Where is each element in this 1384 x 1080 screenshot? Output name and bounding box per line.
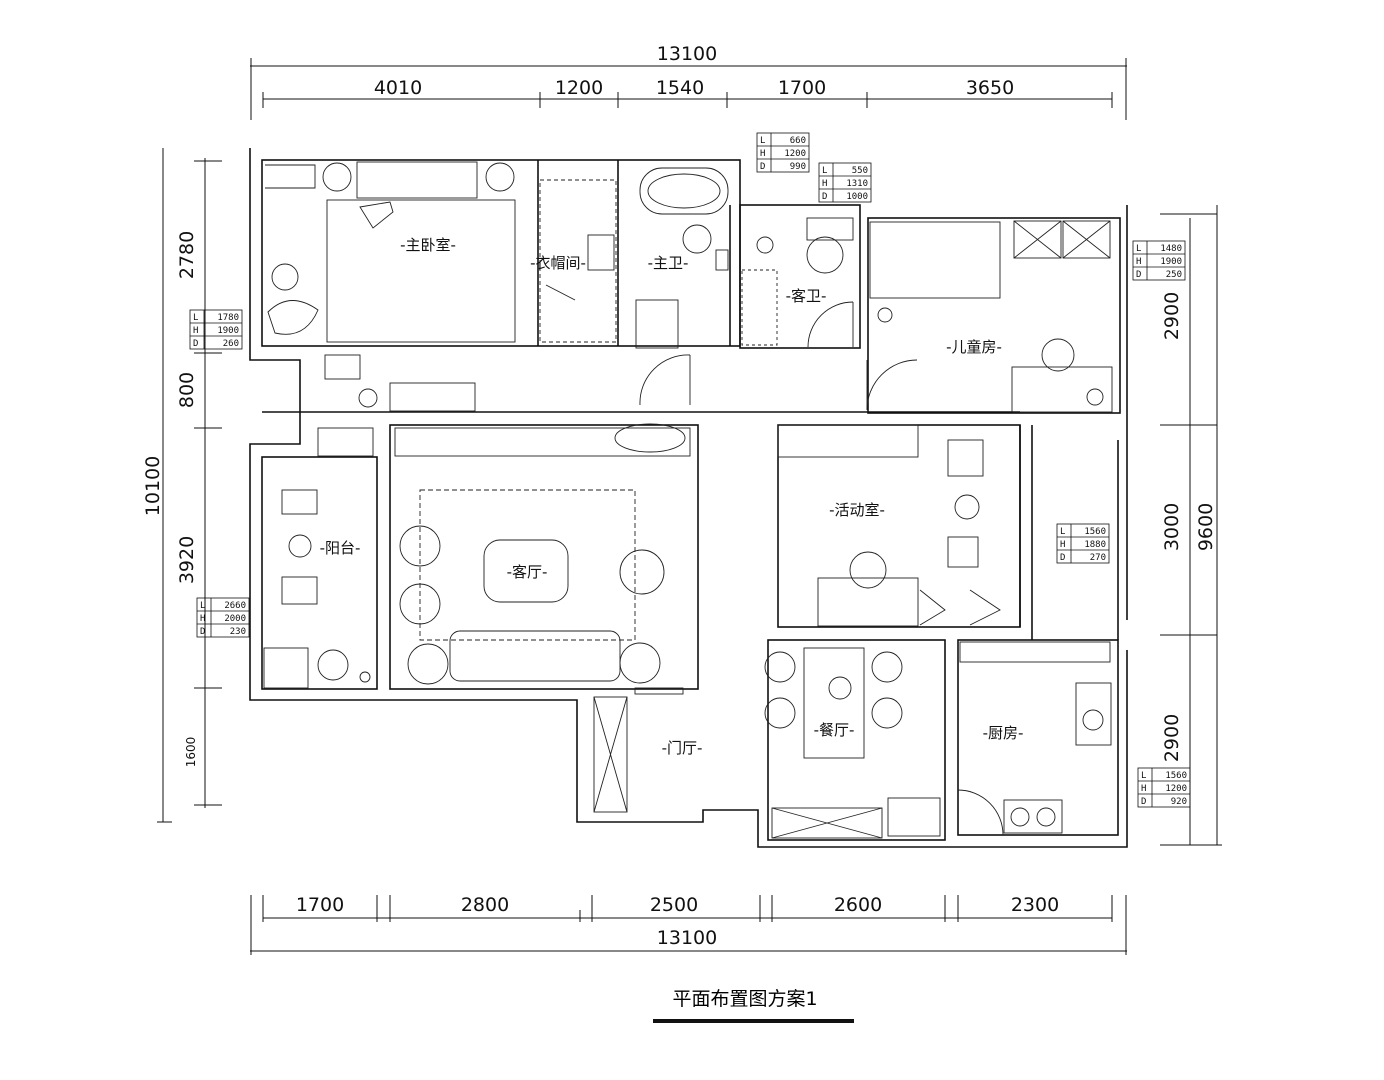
left-dim-2: 800 xyxy=(176,372,198,408)
spec-key: L xyxy=(822,166,827,176)
spec-value: 550 xyxy=(852,166,868,176)
room-label-dining-room: -餐厅- xyxy=(814,721,855,739)
room-label-foyer: -门厅- xyxy=(662,739,703,757)
room-label-guest-bath: -客卫- xyxy=(786,287,827,305)
spec-value: 1560 xyxy=(1165,771,1187,781)
top-dim-2: 1200 xyxy=(555,77,603,99)
room-label-master-bedroom: -主卧室- xyxy=(400,236,456,254)
bottom-dim-5: 2300 xyxy=(1011,894,1059,916)
bottom-dim-2: 2800 xyxy=(461,894,509,916)
spec-key: L xyxy=(1141,771,1146,781)
spec-value: 230 xyxy=(230,627,246,637)
spec-value: 2660 xyxy=(224,601,246,611)
bottom-dim-4: 2600 xyxy=(834,894,882,916)
spec-key: D xyxy=(1060,553,1065,563)
spec-value: 660 xyxy=(790,136,806,146)
spec-key: L xyxy=(1136,244,1141,254)
spec-value: 1880 xyxy=(1084,540,1106,550)
spec-value: 920 xyxy=(1171,797,1187,807)
spec-value: 2000 xyxy=(224,614,246,624)
right-dim-3: 2900 xyxy=(1161,714,1183,762)
room-label-kitchen: -厨房- xyxy=(983,724,1024,742)
left-dimension-lines xyxy=(157,148,222,823)
spec-key: L xyxy=(193,313,198,323)
right-dim-2: 3000 xyxy=(1161,503,1183,551)
top-total-dimension: 13100 xyxy=(657,43,717,65)
spec-key: H xyxy=(1141,784,1146,794)
spec-key: L xyxy=(760,136,765,146)
furniture xyxy=(263,161,1113,839)
right-dimension-lines xyxy=(1160,205,1222,846)
spec-key: D xyxy=(760,162,765,172)
spec-value: 1000 xyxy=(846,192,868,202)
spec-table-frame xyxy=(196,597,250,638)
spec-key: L xyxy=(1060,527,1065,537)
spec-table-frame xyxy=(756,132,810,173)
spec-key: L xyxy=(200,601,205,611)
title-underline xyxy=(653,1019,854,1023)
bottom-dim-3: 2500 xyxy=(650,894,698,916)
top-dim-4: 1700 xyxy=(778,77,826,99)
spec-key: H xyxy=(822,179,827,189)
spec-value: 990 xyxy=(790,162,806,172)
spec-table-frame xyxy=(1137,767,1191,808)
spec-value: 1560 xyxy=(1084,527,1106,537)
left-dim-4: 1600 xyxy=(184,737,198,768)
spec-value: 1780 xyxy=(217,313,239,323)
spec-table-frame xyxy=(1132,240,1186,281)
bottom-dimension-lines xyxy=(250,895,1127,955)
bottom-dim-1: 1700 xyxy=(296,894,344,916)
walls xyxy=(249,148,1128,848)
left-total-dimension: 10100 xyxy=(142,456,164,516)
spec-value: 1900 xyxy=(217,326,239,336)
spec-key: D xyxy=(1141,797,1146,807)
room-label-living-room: -客厅- xyxy=(507,563,548,581)
spec-key: D xyxy=(1136,270,1141,280)
left-dim-3: 3920 xyxy=(176,536,198,584)
spec-key: D xyxy=(200,627,205,637)
room-label-kids-room: -儿童房- xyxy=(946,338,1002,356)
left-dim-1: 2780 xyxy=(176,231,198,279)
top-dim-5: 3650 xyxy=(966,77,1014,99)
spec-value: 250 xyxy=(1166,270,1182,280)
top-dim-1: 4010 xyxy=(374,77,422,99)
spec-value: 1480 xyxy=(1160,244,1182,254)
spec-key: D xyxy=(193,339,198,349)
spec-key: H xyxy=(1136,257,1141,267)
drawing-title: 平面布置图方案1 xyxy=(672,988,818,1010)
spec-value: 1310 xyxy=(846,179,868,189)
spec-table-frame xyxy=(1056,523,1110,564)
spec-value: 270 xyxy=(1090,553,1106,563)
spec-key: H xyxy=(193,326,198,336)
spec-key: D xyxy=(822,192,827,202)
right-dim-1: 2900 xyxy=(1161,292,1183,340)
spec-value: 1900 xyxy=(1160,257,1182,267)
spec-key: H xyxy=(760,149,765,159)
right-total-dimension: 9600 xyxy=(1195,503,1217,551)
top-dim-3: 1540 xyxy=(656,77,704,99)
spec-key: H xyxy=(1060,540,1065,550)
spec-value: 1200 xyxy=(784,149,806,159)
spec-key: H xyxy=(200,614,205,624)
spec-value: 1200 xyxy=(1165,784,1187,794)
bottom-total-dimension: 13100 xyxy=(657,927,717,949)
room-label-closet: -衣帽间- xyxy=(530,254,586,272)
spec-table-frame xyxy=(818,162,872,203)
top-dimension-lines xyxy=(250,58,1127,120)
room-label-activity-room: -活动室- xyxy=(829,501,885,519)
room-label-master-bath: -主卫- xyxy=(648,254,689,272)
spec-value: 260 xyxy=(223,339,239,349)
room-label-balcony: -阳台- xyxy=(320,539,361,557)
spec-table-frame xyxy=(189,309,243,350)
